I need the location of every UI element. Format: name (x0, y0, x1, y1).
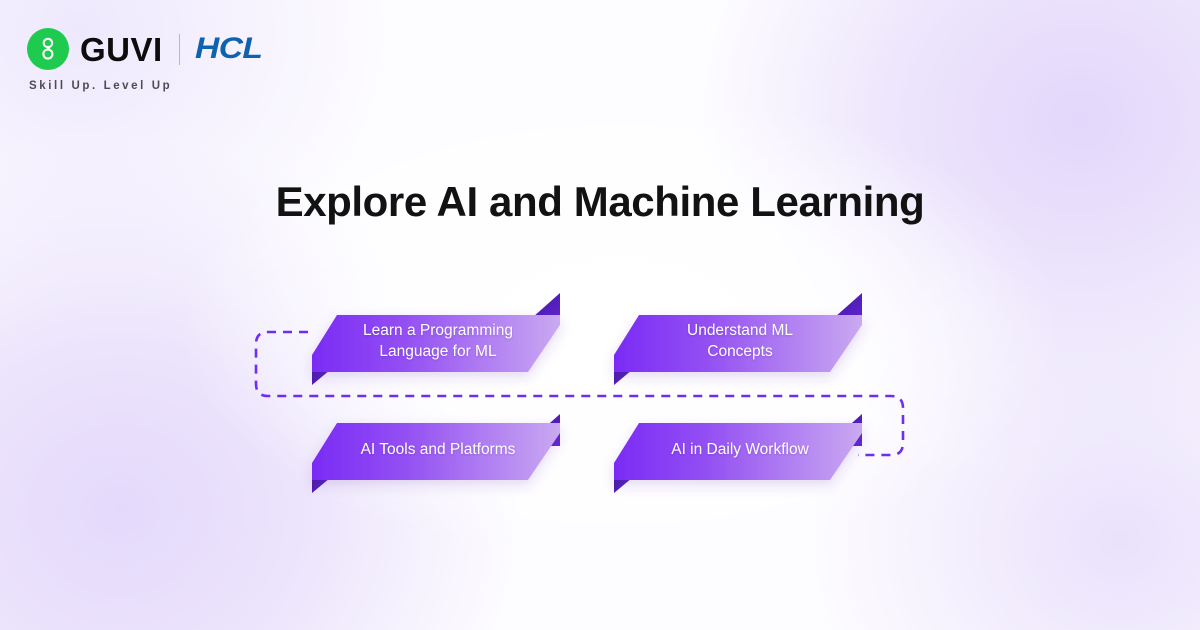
guvi-wordmark: GUVI (80, 30, 163, 68)
flow-step-banner-4[interactable] (614, 414, 862, 493)
flow-step-banner-3[interactable] (312, 414, 560, 493)
guvi-circle-g-icon (27, 28, 69, 70)
brand-logo-row: GUVI HCL (27, 27, 263, 71)
page-title: Explore AI and Machine Learning (275, 178, 925, 225)
step-3-ribbon-body (312, 423, 560, 480)
step-2-ribbon-body (614, 315, 862, 372)
hcl-wordmark: HCL (194, 32, 263, 65)
flow-connector-path (254, 330, 905, 457)
step-1-ribbon-body (312, 315, 560, 372)
flow-step-banner-2[interactable] (614, 293, 862, 385)
flow-step-banner-1[interactable] (312, 293, 560, 385)
step-4-ribbon-body (614, 423, 862, 480)
brand-tagline: Skill Up. Level Up (29, 80, 173, 92)
brand-header: GUVI HCL Skill Up. Level Up (27, 27, 263, 92)
brand-divider (178, 33, 180, 65)
